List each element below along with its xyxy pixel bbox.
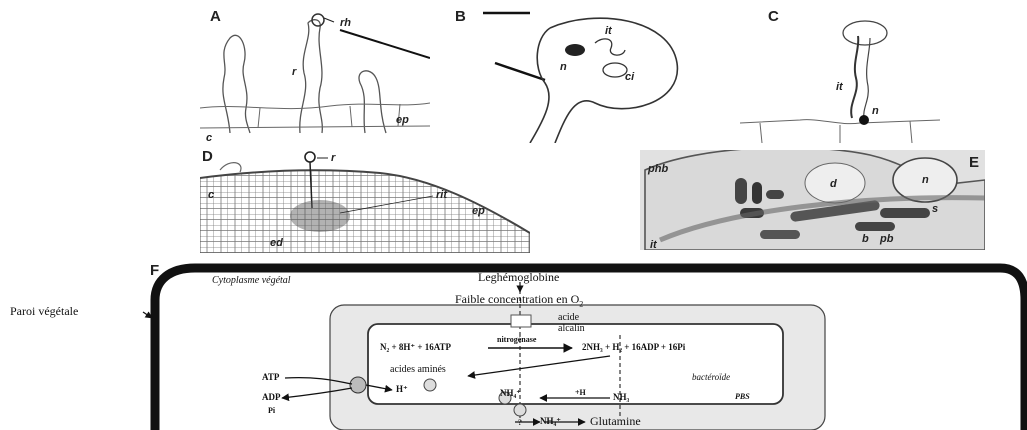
plus-h-label: +H (575, 388, 586, 397)
pi-label: Pi (268, 406, 275, 415)
h-plus-label: H⁺ (396, 384, 408, 395)
nh3-label: NH₃ (613, 392, 629, 402)
low-o2-label: Faible concentration en O2 (455, 292, 583, 308)
question-label: ? (518, 418, 522, 427)
amino-acids-label: acides aminés (390, 364, 446, 375)
alkaline-label: alcalin (558, 323, 585, 334)
bacteroid-label: bactéroïde (692, 372, 730, 382)
glutamine-label: Glutamine (590, 414, 641, 429)
plant-wall-label: Paroi végétale (10, 304, 78, 319)
o2-subscript: 2 (579, 299, 583, 308)
adp-label: ADP (262, 392, 281, 402)
low-o2-text: Faible concentration en O (455, 292, 579, 306)
nh4-plus-label: NH₄⁺ (500, 388, 521, 399)
cytoplasm-label: Cytoplasme végétal (212, 275, 291, 286)
atp-label: ATP (262, 372, 279, 382)
reaction-left: N₂ + 8H⁺ + 16ATP (380, 342, 451, 353)
nh4-bottom-label: NH₄⁺ (540, 416, 561, 427)
leghemoglobin-label: Leghémoglobine (478, 270, 559, 285)
reaction-right: 2NH₃ + H₂ + 16ADP + 16Pi (582, 342, 685, 352)
nitrogenase-label: nitrogénase (497, 335, 536, 344)
pbs-label: PBS (735, 392, 750, 401)
acid-label: acide (558, 312, 579, 323)
